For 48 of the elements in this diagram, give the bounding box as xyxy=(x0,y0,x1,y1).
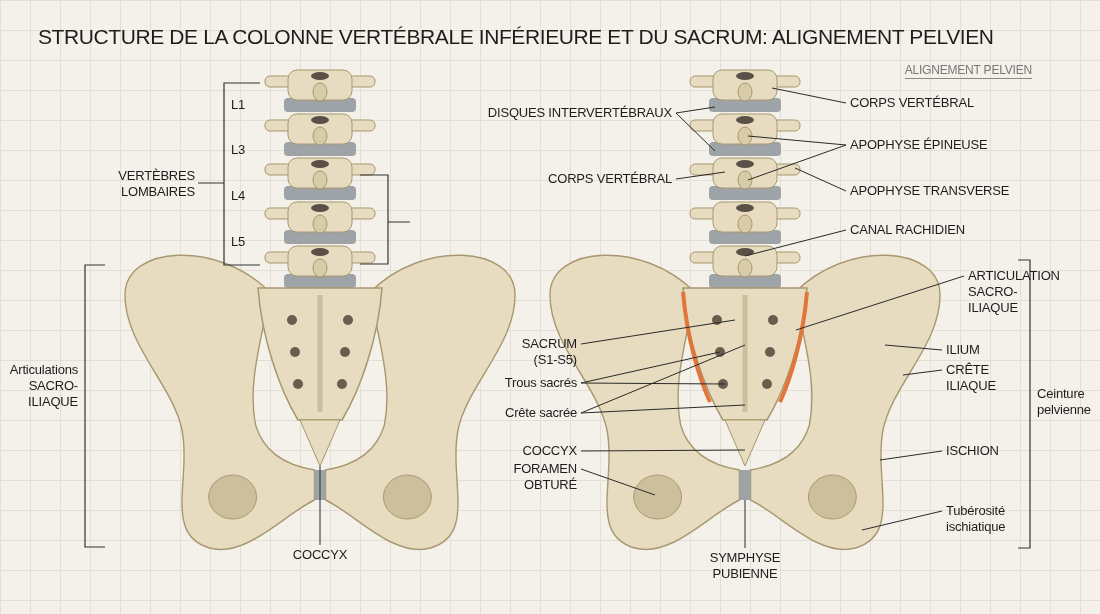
subtitle: ALIGNEMENT PELVIEN xyxy=(904,62,1032,79)
leader-line xyxy=(861,510,943,531)
leader-line xyxy=(580,449,746,452)
leader-line xyxy=(795,275,965,331)
vertebra-number: L4 xyxy=(231,188,246,204)
part-label: FORAMEN OBTURÉ xyxy=(507,461,577,493)
part-label: ARTICULATION SACRO-ILIAQUE xyxy=(968,268,1060,316)
part-label: SYMPHYSE PUBIENNE xyxy=(700,550,790,582)
part-label: CORPS VERTÉBRAL xyxy=(548,171,672,187)
part-label: APOPHYSE TRANSVERSE xyxy=(850,183,1010,199)
part-label: Crête sacrée xyxy=(504,405,577,421)
leader-line xyxy=(744,499,746,549)
part-label: COCCYX xyxy=(280,547,360,563)
part-label: SACRUM (S1-S5) xyxy=(515,336,577,368)
leader-line xyxy=(884,344,943,351)
leader-line xyxy=(675,112,716,152)
part-label: ISCHION xyxy=(946,443,999,459)
leader-line xyxy=(580,382,726,385)
leader-line xyxy=(580,319,736,345)
part-label: ILIUM xyxy=(946,342,980,358)
leader-line xyxy=(744,229,847,257)
part-label: CRÊTE ILIAQUE xyxy=(946,362,1006,394)
leader-line xyxy=(771,87,847,104)
part-label: CANAL RACHIDIEN xyxy=(850,222,965,238)
title: STRUCTURE DE LA COLONNE VERTÉBRALE INFÉRIEURE ET DU SACRUM: ALIGNEMENT PELVIEN xyxy=(38,24,994,50)
vertebra-number: L5 xyxy=(231,234,246,250)
leader-line xyxy=(747,135,847,146)
leader-line xyxy=(319,465,321,546)
leader-line xyxy=(675,171,726,180)
leader-line xyxy=(902,369,943,376)
leader-line xyxy=(580,468,656,496)
part-label: Tubérosité ischiatique xyxy=(946,503,1021,535)
group-label: VERTÈBRES LOMBAIRES xyxy=(117,168,195,200)
vertebra-number: L3 xyxy=(231,142,246,158)
group-label: Ceinture pelvienne xyxy=(1037,386,1092,418)
leader-line xyxy=(879,450,943,461)
part-label: Trous sacrés xyxy=(504,375,577,391)
leader-line xyxy=(580,344,746,414)
leader-line xyxy=(794,167,847,192)
part-label: CORPS VERTÉBRAL xyxy=(850,95,974,111)
part-label: COCCYX xyxy=(522,443,577,459)
leader-line xyxy=(580,404,746,414)
vertebra-number: L1 xyxy=(231,97,246,113)
part-label: APOPHYSE ÉPINEUSE xyxy=(850,137,988,153)
group-label: Articulations SACRO-ILIAQUE xyxy=(9,362,78,410)
leader-line xyxy=(675,106,716,114)
part-label: DISQUES INTERVERTÉBRAUX xyxy=(487,105,672,121)
leader-line xyxy=(747,144,847,181)
